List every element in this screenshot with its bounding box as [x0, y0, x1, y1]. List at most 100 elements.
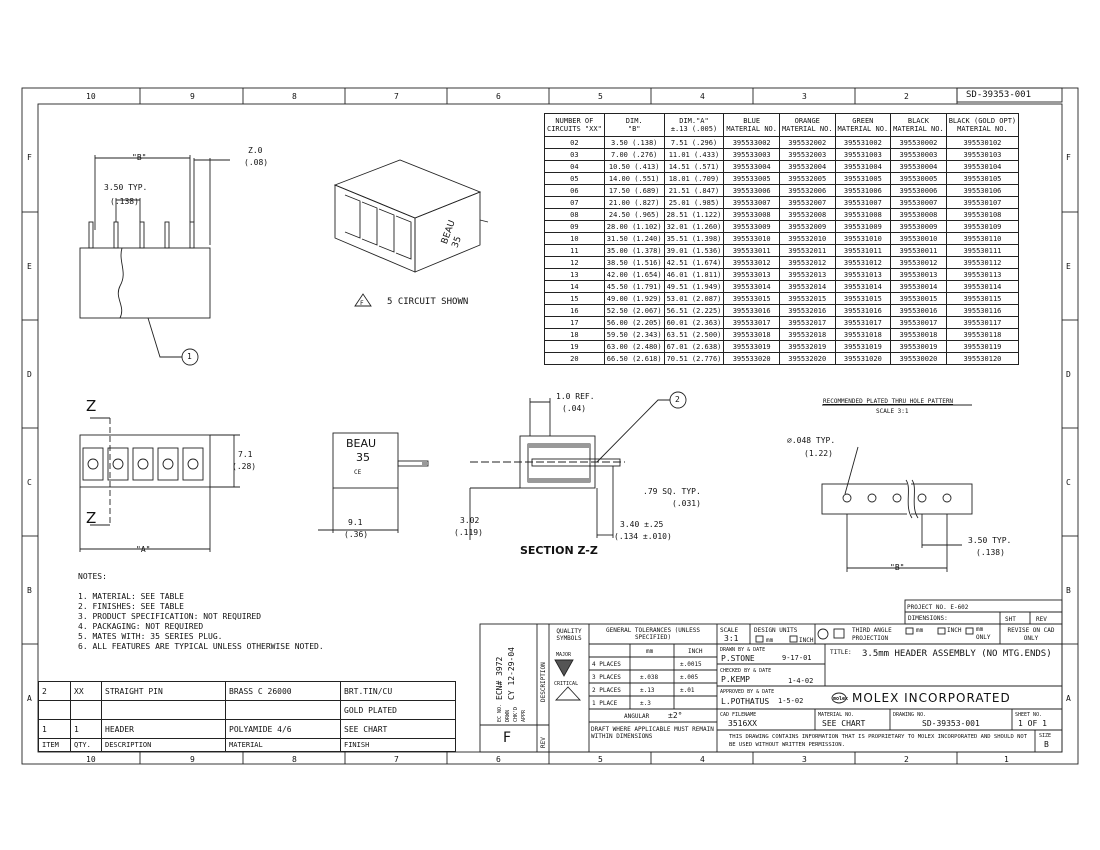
circuit-table-cell: 395533018	[723, 328, 780, 341]
depth-mm: 3.02	[460, 516, 480, 525]
circuit-table-cell: 395530011	[890, 244, 947, 257]
zone-row-c: C	[27, 478, 32, 487]
bom-header-cell: ITEM	[38, 738, 71, 752]
circuit-table-cell: 395532006	[778, 184, 836, 197]
zone-row-e: E	[27, 262, 32, 271]
note-6: 6. ALL FEATURES ARE TYPICAL UNLESS OTHER…	[78, 642, 324, 651]
circuit-table-cell: 395530111	[945, 244, 1020, 257]
circuit-table-cell: 395533004	[723, 160, 780, 173]
circuit-table-cell: 395530117	[945, 316, 1020, 329]
circuit-table-cell: 17.50 (.689)	[603, 184, 665, 197]
ecn-date: CY 12-29-04	[507, 647, 516, 700]
circuit-table-cell: 42.51 (1.674)	[663, 256, 725, 269]
zone-col-5-bottom: 5	[598, 755, 603, 764]
checked-date: 1-4-02	[788, 677, 814, 685]
zone-col-3-bottom: 3	[802, 755, 807, 764]
circuit-table-cell: 56.00 (2.205)	[603, 316, 665, 329]
zone-col-10-bottom: 10	[86, 755, 96, 764]
zone-col-7-bottom: 7	[394, 755, 399, 764]
circuit-table-cell: 395531020	[834, 352, 892, 365]
circuit-table-cell: 395530115	[945, 292, 1020, 305]
note-2: 2. FINISHES: SEE TABLE	[78, 602, 184, 611]
circuit-table-cell: 395530012	[890, 256, 947, 269]
circuit-table-cell: 46.01 (1.811)	[663, 268, 725, 281]
note-3: 3. PRODUCT SPECIFICATION: NOT REQUIRED	[78, 612, 262, 621]
circuit-table-cell: 05	[544, 172, 605, 185]
circuit-table-cell: 395532009	[778, 220, 836, 233]
circuit-table-cell: 395530003	[890, 148, 947, 161]
circuit-table-cell: 52.50 (2.067)	[603, 304, 665, 317]
circuit-table-cell: 66.50 (2.618)	[603, 352, 665, 365]
col-dim-b: DIM."B"	[603, 113, 665, 137]
ref-dim-mm: 1.0 REF.	[556, 392, 595, 401]
circuit-table-cell: 395530103	[945, 148, 1020, 161]
pcb-dim-b: "B"	[890, 563, 905, 572]
circuit-table-cell: 395530014	[890, 280, 947, 293]
tol-2-mm: ±.13	[640, 687, 655, 694]
circuit-table-cell: 395531009	[834, 220, 892, 233]
bom-cell: HEADER	[101, 719, 226, 739]
circuit-table-cell: 395531004	[834, 160, 892, 173]
circuit-table-cell: 10	[544, 232, 605, 245]
dim-a-label: "A"	[136, 545, 151, 554]
bom-header-cell: FINISH	[340, 738, 456, 752]
circuit-table-cell: 395531017	[834, 316, 892, 329]
appr-label: APPR	[521, 709, 527, 722]
pcb-scale: SCALE 3:1	[876, 408, 909, 415]
design-units-label: DESIGN UNITS	[754, 627, 798, 634]
bom-header-row: ITEM QTY. DESCRIPTION MATERIAL FINISH	[38, 738, 456, 752]
circuit-table-cell: 12	[544, 256, 605, 269]
circuit-table-cell: 395532016	[778, 304, 836, 317]
circuit-table-cell: 49.51 (1.949)	[663, 280, 725, 293]
height-in: (.28)	[232, 462, 257, 471]
scale-label: SCALE	[720, 627, 739, 634]
circuit-table-cell: 395531007	[834, 196, 892, 209]
zone-col-2: 2	[904, 92, 909, 101]
proprietary-notice: THIS DRAWING CONTAINS INFORMATION THAT I…	[729, 734, 1028, 748]
notes-heading: NOTES:	[78, 572, 107, 581]
circuit-table-cell: 14.00 (.551)	[603, 172, 665, 185]
bom-cell: 2	[38, 681, 71, 701]
circuit-table-cell: 395530118	[945, 328, 1020, 341]
project-number: PROJECT NO. E-602	[907, 604, 969, 611]
circuit-table-cell: 7.51 (.296)	[663, 136, 725, 149]
sht-label: SHT	[1005, 616, 1016, 623]
circuit-table-cell: 395531019	[834, 340, 892, 353]
circuit-table-cell: 21.51 (.847)	[663, 184, 725, 197]
angular-value: ±2°	[668, 711, 683, 720]
circuit-table-cell: 395530015	[890, 292, 947, 305]
length-mm: 3.40 ±.25	[620, 520, 664, 529]
circuit-table-cell: 35.51 (1.398)	[663, 232, 725, 245]
circuit-table-cell: 53.01 (2.087)	[663, 292, 725, 305]
drawing-no-label: DRAWING NO.	[893, 712, 927, 718]
description-label: DESCRIPTION	[540, 662, 547, 702]
circuit-table-cell: 395531005	[834, 172, 892, 185]
circuit-table-cell: 395532011	[778, 244, 836, 257]
bom-table: 2 XX STRAIGHT PIN BRASS C 26000 BRT.TIN/…	[38, 681, 456, 752]
units-mm: mm	[766, 637, 774, 644]
circuit-table-cell: 395530016	[890, 304, 947, 317]
circuit-table-cell: 67.01 (2.638)	[663, 340, 725, 353]
circuit-table-cell: 395530110	[945, 232, 1020, 245]
dim-inch-option: INCH	[947, 627, 962, 634]
circuit-table-cell: 395530013	[890, 268, 947, 281]
circuit-table-cell: 395532010	[778, 232, 836, 245]
circuit-table-cell: 63.51 (2.500)	[663, 328, 725, 341]
circuit-table-cell: 395531010	[834, 232, 892, 245]
circuit-table-cell: 16	[544, 304, 605, 317]
note-5: 5. MATES WITH: 35 SERIES PLUG.	[78, 632, 223, 641]
post-dim-in: (.031)	[672, 499, 701, 508]
circuit-table-cell: 395530008	[890, 208, 947, 221]
circuit-table-cell: 395531016	[834, 304, 892, 317]
dim-mm-only-option: mm ONLY	[976, 626, 991, 641]
circuit-table-cell: 395530018	[890, 328, 947, 341]
circuit-table-cell: 395530107	[945, 196, 1020, 209]
